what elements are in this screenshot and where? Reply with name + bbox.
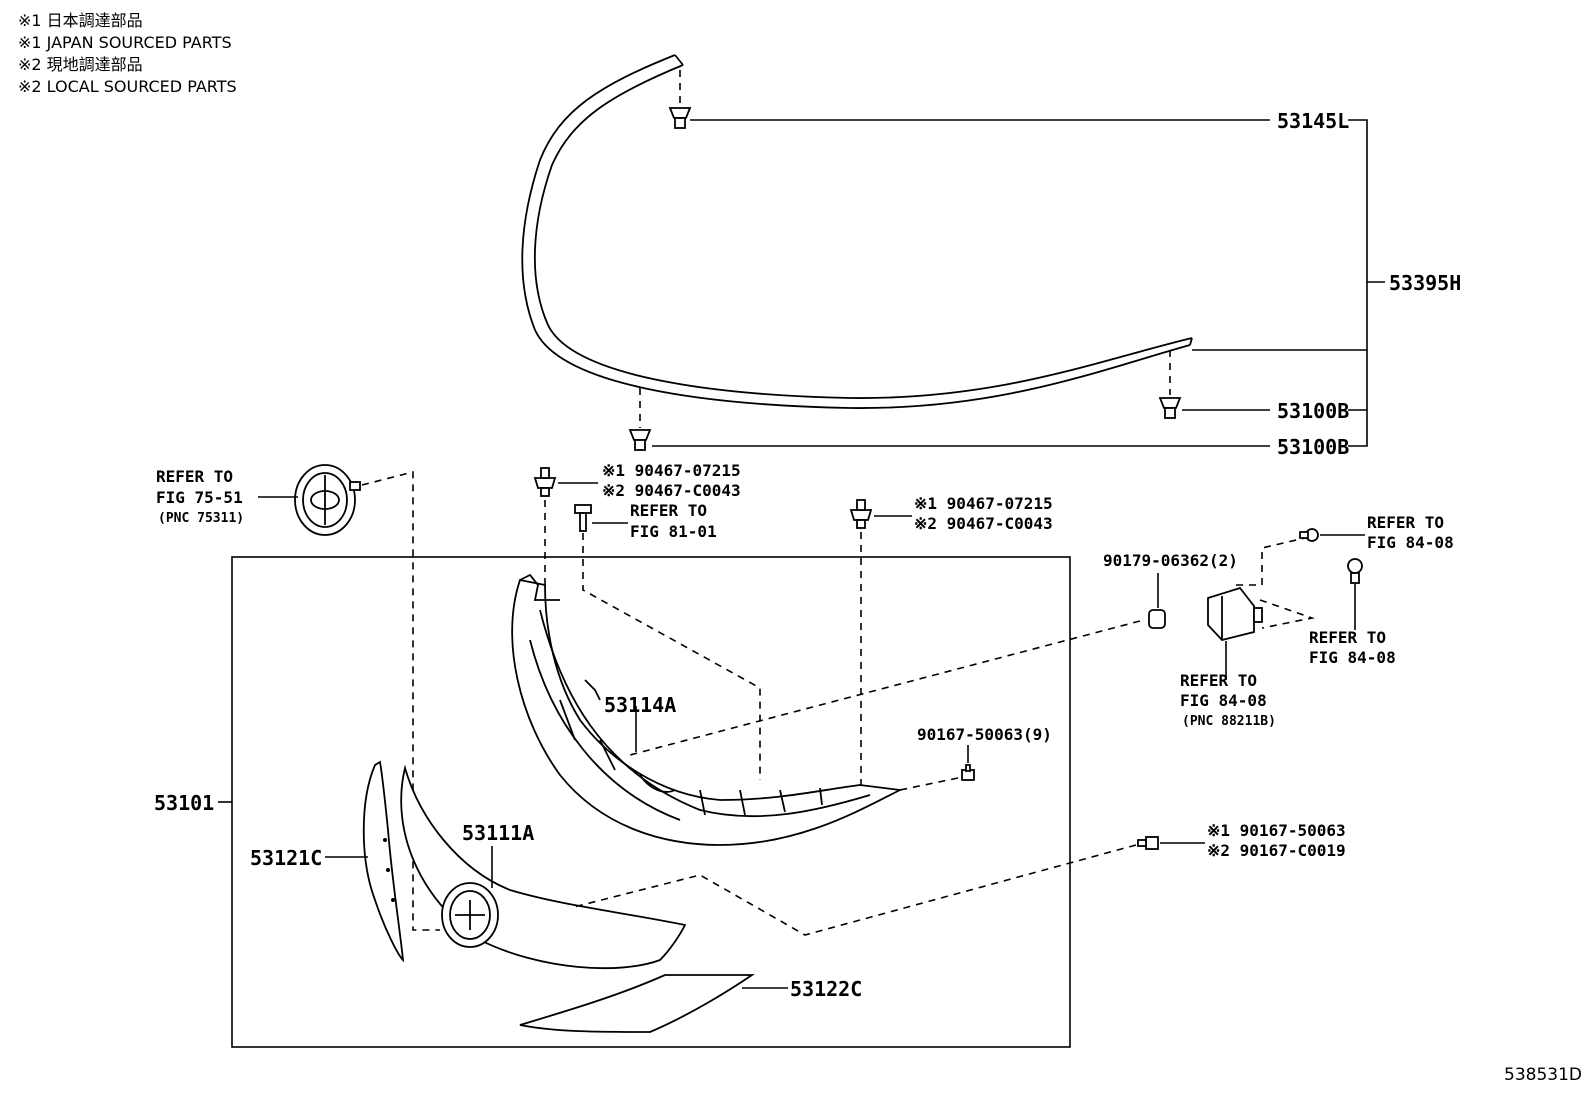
label-ref-emblem-3: (PNC 75311): [158, 511, 244, 526]
label-ref84c-2: FIG 84-08: [1180, 691, 1267, 710]
label-53122C: 53122C: [790, 977, 862, 1001]
clip-53100B-right: [1158, 350, 1182, 419]
clip-53145L: [668, 70, 692, 129]
clip-53100B-left: [628, 388, 652, 451]
clip-90467-left: [533, 467, 557, 497]
grommet-90179: [1148, 609, 1166, 629]
label-53100B-b: 53100B: [1277, 435, 1349, 459]
label-ref81-2: FIG 81-01: [630, 522, 717, 541]
label-ref84b-1: REFER TO: [1309, 628, 1386, 647]
label-53101: 53101: [154, 791, 214, 815]
emblem: [294, 464, 361, 536]
label-53121C: 53121C: [250, 846, 322, 870]
label-53114A: 53114A: [604, 693, 676, 717]
label-ref84a-1: REFER TO: [1367, 513, 1444, 532]
bolt-fig84-mid: [1347, 558, 1363, 584]
label-53111A: 53111A: [462, 821, 534, 845]
label-clip2-a: ※1 90467-07215: [914, 494, 1053, 513]
label-nut-a: ※1 90167-50063: [1207, 821, 1346, 840]
nut-90167: [1137, 836, 1159, 850]
legend-line-3: ※2 現地調達部品: [18, 55, 143, 74]
legend: ※1 日本調達部品 ※1 JAPAN SOURCED PARTS ※2 現地調達…: [18, 10, 237, 98]
lower-molding-53122C: [519, 974, 755, 1033]
label-clip2-b: ※2 90467-C0043: [914, 514, 1053, 533]
bolt-fig84-top: [1299, 528, 1319, 542]
legend-line-1: ※1 日本調達部品: [18, 11, 143, 30]
label-53395H: 53395H: [1389, 271, 1461, 295]
label-clip1-a: ※1 90467-07215: [602, 461, 741, 480]
label-ref-emblem-2: FIG 75-51: [156, 488, 243, 507]
legend-line-2: ※1 JAPAN SOURCED PARTS: [18, 33, 232, 52]
label-ref84c-3: (PNC 88211B): [1182, 714, 1276, 729]
label-53100B-a: 53100B: [1277, 399, 1349, 423]
clip-90467-right: [849, 499, 873, 529]
label-ref-emblem-1: REFER TO: [156, 467, 233, 486]
label-90179: 90179-06362(2): [1103, 551, 1238, 570]
grille-frame-53114A: [511, 573, 904, 846]
label-90167-9: 90167-50063(9): [917, 725, 1052, 744]
label-ref84a-2: FIG 84-08: [1367, 533, 1454, 552]
label-nut-b: ※2 90167-C0019: [1207, 841, 1346, 860]
upper-grille-53111A: [400, 764, 687, 970]
molding-strip: [521, 54, 1193, 409]
label-ref84b-2: FIG 84-08: [1309, 648, 1396, 667]
figure-code: 538531D: [1504, 1065, 1582, 1085]
label-53145L: 53145L: [1277, 109, 1349, 133]
label-clip1-b: ※2 90467-C0043: [602, 481, 741, 500]
bolt-fig81: [574, 504, 592, 532]
radar-sensor: [1207, 586, 1263, 642]
legend-line-4: ※2 LOCAL SOURCED PARTS: [18, 77, 237, 96]
label-ref81-1: REFER TO: [630, 501, 707, 520]
side-molding-53121C: [362, 760, 405, 963]
label-ref84c-1: REFER TO: [1180, 671, 1257, 690]
bolt-90167-9: [961, 764, 975, 781]
